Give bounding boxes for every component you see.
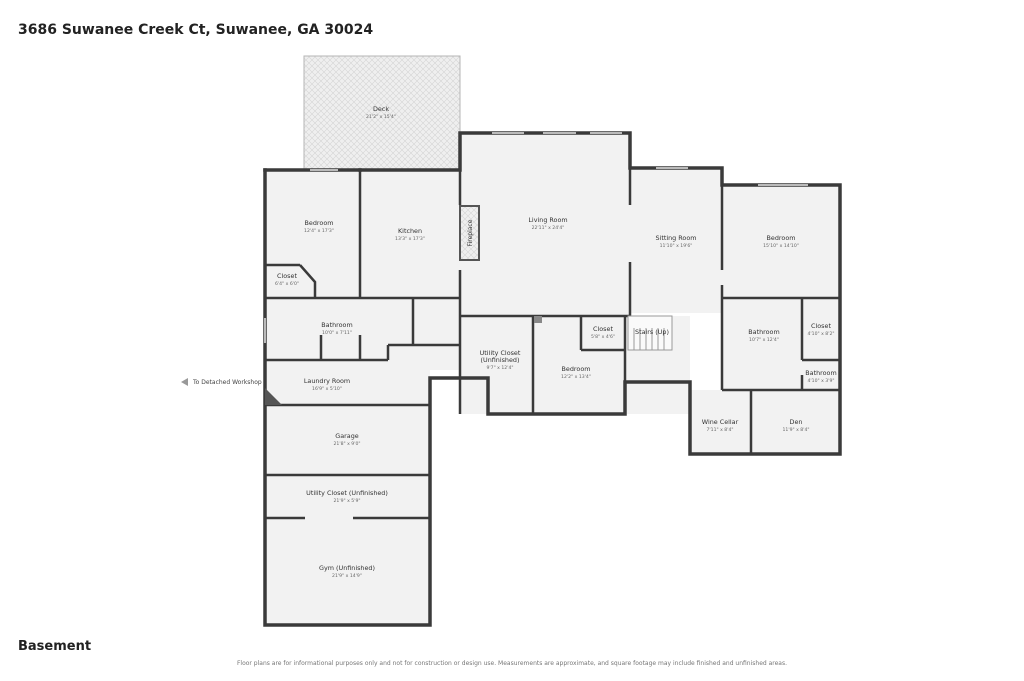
arrow-left-icon: [181, 378, 188, 386]
room-name-bathroom-small: Bathroom: [805, 369, 836, 377]
room-dim-deck: 21'2" x 15'4": [366, 114, 396, 120]
room-name-laundry: Laundry Room: [304, 377, 350, 385]
interior-walls: [265, 168, 840, 520]
room-dim-garage: 21'8" x 9'0": [333, 441, 360, 447]
room-dim-bathroom-right: 10'7" x 12'4": [749, 337, 779, 343]
workshop-label: To Detached Workshop: [192, 379, 262, 386]
room-name-kitchen: Kitchen: [398, 227, 422, 235]
room-name-bedroom-mid: Bedroom: [562, 365, 591, 373]
room-dim-closet-right: 4'10" x 8'2": [807, 331, 834, 337]
room-name-closet-left: Closet: [277, 272, 297, 280]
room-name-sitting-room: Sitting Room: [656, 234, 697, 242]
room-dim-bathroom-small: 4'10" x 3'9": [807, 378, 834, 384]
room-name-living-room: Living Room: [528, 216, 567, 224]
room-dim-bathroom-left: 10'0" x 7'11": [322, 330, 352, 336]
room-dim-bedroom-right: 15'10" x 14'10": [763, 243, 799, 249]
room-dim-laundry: 16'9" x 5'10": [312, 386, 342, 392]
room-name-bedroom-left: Bedroom: [305, 219, 334, 227]
floor-fill: [265, 133, 840, 625]
windows: [264, 132, 808, 343]
room-dim-gym: 21'9" x 14'9": [332, 573, 362, 579]
laundry-corner: [265, 388, 282, 405]
deck-area: [303, 55, 461, 171]
column-block: [534, 316, 542, 323]
room-name-utility-closet-2: Utility Closet (Unfinished): [306, 489, 388, 497]
room-dim-wine-cellar: 7'11" x 8'4": [706, 427, 733, 433]
room-dim-closet-mid: 5'8" x 4'6": [591, 334, 615, 340]
property-address: 3686 Suwanee Creek Ct, Suwanee, GA 30024: [18, 22, 374, 38]
room-dim-sitting-room: 11'10" x 19'6": [660, 243, 693, 249]
room-name-bathroom-right: Bathroom: [748, 328, 779, 336]
disclaimer: Floor plans are for informational purpos…: [236, 660, 788, 667]
fireplace-label: Fireplace: [467, 219, 474, 246]
room-dim-utility-closet: 9'7" x 12'4": [486, 365, 513, 371]
room-name-utility-closet: Utility Closet: [480, 349, 521, 357]
room-name-bedroom-right: Bedroom: [767, 234, 796, 242]
room-labels: Deck 21'2" x 15'4" Bedroom 12'4" x 17'3"…: [275, 105, 837, 579]
room-dim-utility-closet-2: 21'9" x 5'9": [333, 498, 360, 504]
room-dim-living-room: 22'11" x 24'4": [532, 225, 565, 231]
room-dim-bedroom-mid: 12'2" x 13'4": [561, 374, 591, 380]
room-dim-den: 11'9" x 8'4": [782, 427, 809, 433]
room-name-wine-cellar: Wine Cellar: [702, 418, 739, 426]
room-name-deck: Deck: [373, 105, 389, 113]
room-dim-kitchen: 13'3" x 17'3": [395, 236, 425, 242]
room-name-closet-mid: Closet: [593, 325, 613, 333]
room-name-bathroom-left: Bathroom: [321, 321, 352, 329]
room-dim-bedroom-left: 12'4" x 17'3": [304, 228, 334, 234]
floor-label: Basement: [18, 639, 92, 654]
fireplace: Fireplace: [459, 205, 480, 261]
room-name-garage: Garage: [335, 432, 358, 440]
stairs-icon: [627, 315, 673, 351]
room-name-closet-right: Closet: [811, 322, 831, 330]
room-name-stairs: Stairs (Up): [635, 328, 669, 336]
room-name2-utility-closet: (Unfinished): [481, 356, 520, 364]
room-dim-closet-left: 6'4" x 6'0": [275, 281, 299, 287]
room-name-gym: Gym (Unfinished): [319, 564, 375, 572]
room-name-den: Den: [790, 418, 803, 426]
